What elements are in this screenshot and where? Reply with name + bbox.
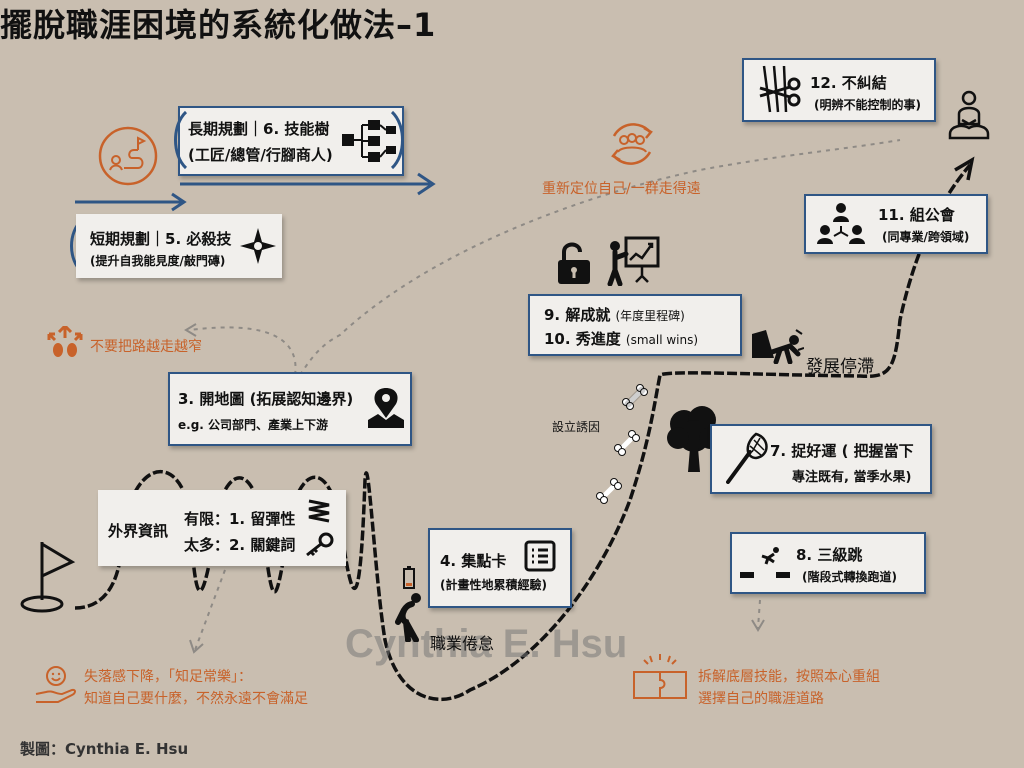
bone-icon (596, 478, 622, 504)
info-row1: 有限：1. 留彈性 (184, 510, 296, 528)
card-form-guild: 11. 組公會 (同專業/跨領域) (804, 194, 988, 254)
credit-label: 製圖：Cynthia E. Hsu (20, 740, 189, 758)
tired-person-icon (395, 593, 421, 642)
fall-icon (752, 329, 804, 364)
net-icon (726, 432, 768, 484)
loss-note-line2: 知道自己要什麼，不然永遠不會滿足 (84, 691, 308, 707)
map-pin-icon (368, 388, 404, 428)
tree-icon (667, 406, 721, 472)
stairs-icon (740, 547, 790, 578)
reposition-label: 重新定位自己/一群走得遠 (542, 181, 701, 197)
info-row2: 太多：2. 關鍵詞 (184, 536, 296, 554)
card-long-term-sub: (工匠/總管/行腳商人) (188, 146, 333, 164)
dashed-down-right (757, 599, 761, 629)
shuriken-icon (240, 228, 276, 264)
long-term-arrow (180, 172, 436, 196)
career-path-line (74, 163, 972, 702)
bone-icon (614, 430, 640, 456)
stagnation-label: 發展停滯 (806, 357, 874, 377)
card-points-title: 4. 集點卡 (440, 552, 507, 570)
flag-icon (20, 542, 76, 613)
achieve-row2: 10. 秀進度 (small wins) (544, 328, 698, 349)
smile-hand-icon (35, 666, 76, 703)
footprints-icon (47, 326, 83, 357)
achieve-row2-main: 10. 秀進度 (544, 330, 621, 348)
watermark: Cynthia E. Hsu (345, 622, 628, 666)
card-no-entanglement: 12. 不糾結 (明辨不能控制的事) (742, 58, 936, 122)
key-icon (306, 532, 334, 557)
battery-low-icon (403, 566, 415, 589)
bone-icon (622, 384, 648, 410)
card-short-term-title: 短期規劃｜5. 必殺技 (90, 230, 232, 248)
card-points-sub: (計畫性地累積經驗) (440, 578, 547, 592)
card-achievements: 9. 解成就 (年度里程碑) 10. 秀進度 (small wins) (528, 294, 742, 356)
card-long-term-title: 長期規劃｜6. 技能樹 (188, 120, 330, 138)
rebuild-note-line2: 選擇自己的職涯道路 (698, 691, 824, 707)
card-point-card: 4. 集點卡 (計畫性地累積經驗) (428, 528, 572, 608)
card-open-map-sub: e.g. 公司部門、產業上下游 (178, 418, 329, 432)
card-short-term: 短期規劃｜5. 必殺技 (提升自我能見度/敲門磚) (76, 214, 282, 278)
buddha-icon (948, 90, 990, 140)
card-guild-title: 11. 組公會 (878, 206, 955, 224)
tree-diagram-icon (342, 120, 396, 162)
rebuild-note-line1: 拆解底層技能，按照本心重組 (698, 669, 880, 685)
achieve-row1-sub: (年度里程碑) (615, 309, 685, 323)
card-luck-sub: 專注既有, 當季水果) (792, 470, 912, 485)
card-external-info: 外界資訊 有限：1. 留彈性 太多：2. 關鍵詞 (98, 490, 346, 566)
card-open-map: 3. 開地圖 (拓展認知邊界) e.g. 公司部門、產業上下游 (168, 372, 412, 446)
scissors-icon (759, 65, 801, 113)
info-left-label: 外界資訊 (108, 522, 169, 540)
list-icon (524, 540, 556, 572)
card-jump-sub: (階段式轉換跑道) (802, 570, 897, 584)
dashed-narrow (189, 326, 297, 376)
spring-icon (308, 499, 330, 523)
unlock-icon (558, 242, 590, 284)
achieve-row1-main: 9. 解成就 (544, 306, 611, 324)
card-jump-title: 8. 三級跳 (796, 546, 863, 564)
page-title: 擺脫職涯困境的系統化做法–1 (0, 6, 437, 44)
card-open-map-title: 3. 開地圖 (拓展認知邊界) (178, 390, 354, 408)
path-planning-icon (98, 126, 158, 186)
puzzle-icon (633, 654, 687, 699)
achieve-row2-sub: (small wins) (625, 333, 699, 347)
team-icon (817, 203, 865, 244)
card-untangle-title: 12. 不糾結 (810, 74, 887, 92)
card-triple-jump: 8. 三級跳 (階段式轉換跑道) (730, 532, 926, 594)
short-term-arrow (75, 192, 187, 212)
burnout-label: 職業倦怠 (430, 634, 495, 653)
lure-label: 設立誘因 (552, 420, 601, 434)
dashed-loop (299, 139, 901, 376)
card-guild-sub: (同專業/跨領域) (882, 230, 970, 244)
dashed-down-left (194, 569, 226, 651)
loss-note-line1: 失落感下降，「知足常樂」： (84, 669, 252, 685)
presentation-icon (607, 236, 660, 286)
narrow-path-label: 不要把路越走越窄 (90, 339, 202, 355)
group-reset-icon (611, 123, 653, 165)
card-short-term-sub: (提升自我能見度/敲門磚) (90, 254, 226, 268)
card-long-term: 長期規劃｜6. 技能樹 (工匠/總管/行腳商人) (178, 106, 404, 176)
card-luck-title: 7. 捉好運 ( 把握當下 (770, 442, 914, 460)
achieve-row1: 9. 解成就 (年度里程碑) (544, 304, 685, 325)
card-untangle-sub: (明辨不能控制的事) (814, 98, 921, 112)
card-catch-luck: 7. 捉好運 ( 把握當下 專注既有, 當季水果) (710, 424, 932, 494)
